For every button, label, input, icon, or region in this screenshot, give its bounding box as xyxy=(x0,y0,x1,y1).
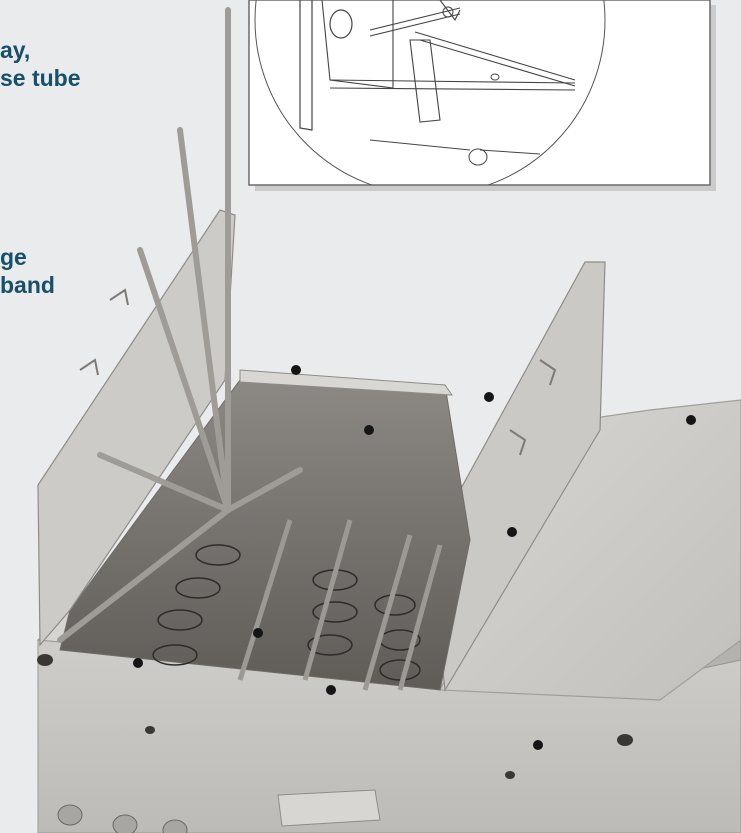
dishwasher-body xyxy=(36,7,741,833)
front-fixtures xyxy=(37,654,633,833)
knob-icon xyxy=(133,365,696,750)
callout-text-top: ay,se tube xyxy=(0,36,81,92)
callout-line: se tube xyxy=(0,65,81,91)
handles xyxy=(79,288,557,456)
racks xyxy=(237,519,443,691)
callout-line: ge xyxy=(0,244,27,270)
basket-left xyxy=(152,544,241,666)
detail-inset xyxy=(248,0,716,191)
spray-arms xyxy=(57,7,303,643)
callout-line: band xyxy=(0,272,55,298)
magnified-circle xyxy=(254,0,606,185)
callout-line: ay, xyxy=(0,37,31,63)
